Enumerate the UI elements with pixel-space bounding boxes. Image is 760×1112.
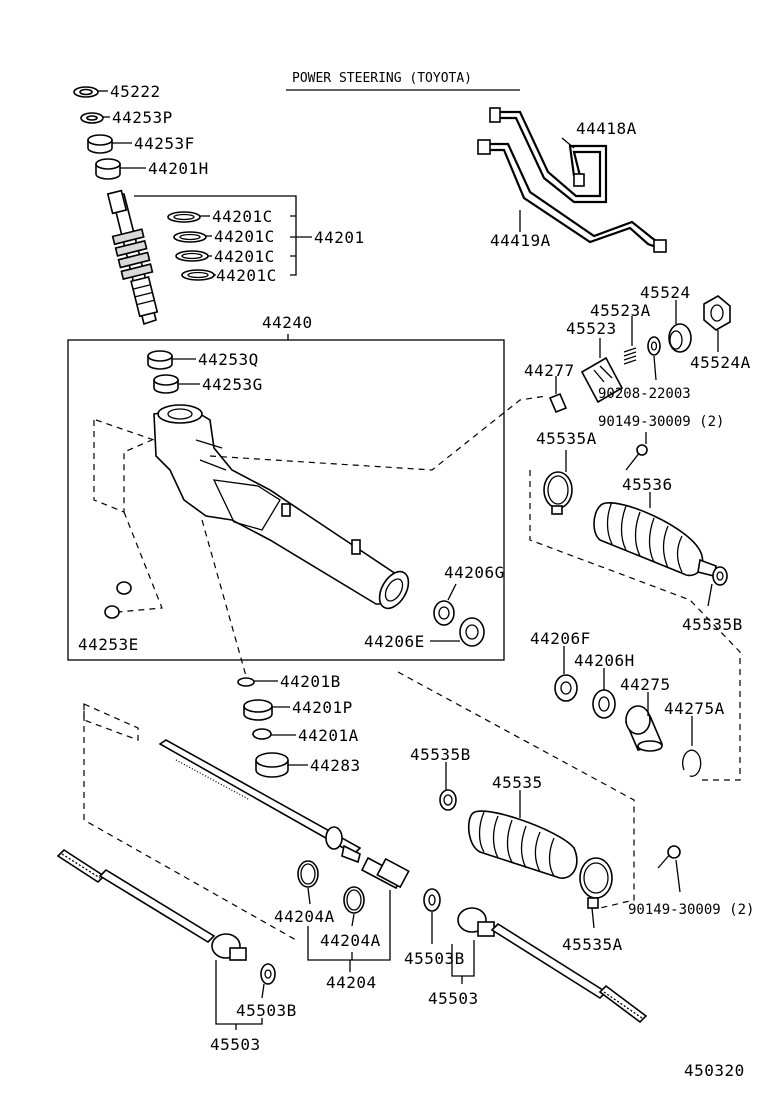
part-44206H-seal[interactable] bbox=[592, 689, 616, 719]
label-44201C-1: 44201C bbox=[212, 207, 273, 226]
label-44253E: 44253E bbox=[78, 635, 139, 654]
part-tie-rod-left[interactable] bbox=[56, 848, 247, 961]
label-44201C-4: 44201C bbox=[216, 266, 277, 285]
label-45503-right: 45503 bbox=[428, 989, 479, 1008]
part-44206G-seal[interactable] bbox=[433, 600, 455, 626]
part-44253Q-bearing[interactable] bbox=[147, 350, 173, 370]
part-44206F-seal[interactable] bbox=[554, 674, 578, 702]
label-45523: 45523 bbox=[566, 319, 617, 338]
label-44206G: 44206G bbox=[444, 563, 505, 582]
part-44277-clip[interactable] bbox=[548, 392, 568, 414]
part-rack-housing[interactable] bbox=[153, 404, 414, 613]
label-45536: 45536 bbox=[622, 475, 673, 494]
label-44253F: 44253F bbox=[134, 134, 195, 153]
label-45503-left: 45503 bbox=[210, 1035, 261, 1054]
label-90149-30009-bot: 90149-30009 (2) bbox=[628, 902, 754, 918]
part-45536-boot[interactable] bbox=[593, 501, 717, 577]
label-44201B: 44201B bbox=[280, 672, 341, 691]
label-45535B-top: 45535B bbox=[682, 615, 743, 634]
part-44204A-ring-1[interactable] bbox=[297, 860, 319, 888]
part-45523A-spring[interactable] bbox=[623, 347, 637, 365]
part-44253E-caps[interactable] bbox=[104, 581, 132, 619]
label-45523A: 45523A bbox=[590, 301, 651, 320]
label-44204A-1: 44204A bbox=[274, 907, 335, 926]
part-45535-boot[interactable] bbox=[467, 810, 578, 879]
part-44275-bushing[interactable] bbox=[624, 705, 664, 752]
part-45535A-clamp-top[interactable] bbox=[543, 471, 573, 515]
label-45535A-top: 45535A bbox=[536, 429, 597, 448]
part-44201C-ring-2[interactable] bbox=[173, 231, 207, 243]
label-44275: 44275 bbox=[620, 675, 671, 694]
label-44253P: 44253P bbox=[112, 108, 173, 127]
label-44201P: 44201P bbox=[292, 698, 353, 717]
label-45535B-mid: 45535B bbox=[410, 745, 471, 764]
part-45524-plug[interactable] bbox=[668, 323, 692, 353]
part-45222-ring[interactable] bbox=[73, 86, 99, 98]
assembly-44240-box bbox=[67, 339, 505, 661]
part-90149-30009-bolt-top[interactable] bbox=[625, 444, 648, 471]
label-44201H: 44201H bbox=[148, 159, 209, 178]
part-steering-rack[interactable] bbox=[158, 739, 410, 890]
label-44201C-3: 44201C bbox=[214, 247, 275, 266]
part-45524A-locknut[interactable] bbox=[703, 295, 731, 331]
label-45524: 45524 bbox=[640, 283, 691, 302]
label-90208-22003: 90208-22003 bbox=[598, 386, 691, 402]
label-44275A: 44275A bbox=[664, 699, 725, 718]
label-45535: 45535 bbox=[492, 773, 543, 792]
part-44206E-seal[interactable] bbox=[459, 617, 485, 647]
part-44204A-ring-2[interactable] bbox=[343, 886, 365, 914]
diagram-title: POWER STEERING (TOYOTA) bbox=[292, 71, 472, 86]
label-44201: 44201 bbox=[314, 228, 365, 247]
part-45535B-clamp-top[interactable] bbox=[712, 566, 728, 586]
label-44419A: 44419A bbox=[490, 231, 551, 250]
part-45535A-clamp-bot[interactable] bbox=[579, 857, 613, 909]
label-45535A-bot: 45535A bbox=[562, 935, 623, 954]
part-44201C-ring-1[interactable] bbox=[167, 211, 201, 223]
part-45503B-washer-left[interactable] bbox=[260, 963, 276, 985]
label-44204: 44204 bbox=[326, 973, 377, 992]
part-44253P-ring[interactable] bbox=[80, 112, 104, 124]
part-44201C-ring-3[interactable] bbox=[175, 250, 209, 262]
catalog-code: 450320 bbox=[684, 1061, 745, 1080]
label-44418A: 44418A bbox=[576, 119, 637, 138]
label-44206E: 44206E bbox=[364, 632, 425, 651]
label-90149-30009-top: 90149-30009 (2) bbox=[598, 414, 724, 430]
part-44201P-bearing[interactable] bbox=[243, 699, 273, 721]
part-44201A-seal[interactable] bbox=[252, 728, 272, 740]
part-45535B-clamp-mid[interactable] bbox=[439, 789, 457, 811]
part-pinion-valve-shaft[interactable] bbox=[106, 189, 162, 326]
part-44201B-seal[interactable] bbox=[237, 677, 255, 687]
part-44283-cover[interactable] bbox=[255, 752, 289, 778]
label-44206H: 44206H bbox=[574, 651, 635, 670]
part-44201H-bearing[interactable] bbox=[95, 158, 121, 180]
label-45503B-left: 45503B bbox=[236, 1001, 297, 1020]
label-44283: 44283 bbox=[310, 756, 361, 775]
label-44253G: 44253G bbox=[202, 375, 263, 394]
part-44253F-bearing[interactable] bbox=[87, 134, 113, 154]
part-90149-30009-bolt-bot[interactable] bbox=[657, 845, 681, 869]
label-44277: 44277 bbox=[524, 361, 575, 380]
label-44253Q: 44253Q bbox=[198, 350, 259, 369]
part-44253G-bearing[interactable] bbox=[153, 374, 179, 394]
part-45523-guide[interactable] bbox=[580, 356, 624, 404]
label-44201C-2: 44201C bbox=[214, 227, 275, 246]
label-45524A: 45524A bbox=[690, 353, 751, 372]
part-44201C-ring-4[interactable] bbox=[181, 269, 215, 281]
part-44419A-tube[interactable] bbox=[477, 139, 667, 253]
label-45503B-right: 45503B bbox=[404, 949, 465, 968]
part-90208-22003-washer[interactable] bbox=[647, 336, 661, 356]
part-44418A-tube[interactable] bbox=[489, 107, 608, 204]
label-45222: 45222 bbox=[110, 82, 161, 101]
part-44275A-snap-ring[interactable] bbox=[682, 749, 702, 777]
label-44201A: 44201A bbox=[298, 726, 359, 745]
label-44206F: 44206F bbox=[530, 629, 591, 648]
part-tie-rod-right[interactable] bbox=[457, 907, 648, 1024]
part-45503B-washer-right[interactable] bbox=[423, 888, 441, 912]
label-44204A-2: 44204A bbox=[320, 931, 381, 950]
label-44240: 44240 bbox=[262, 313, 313, 332]
